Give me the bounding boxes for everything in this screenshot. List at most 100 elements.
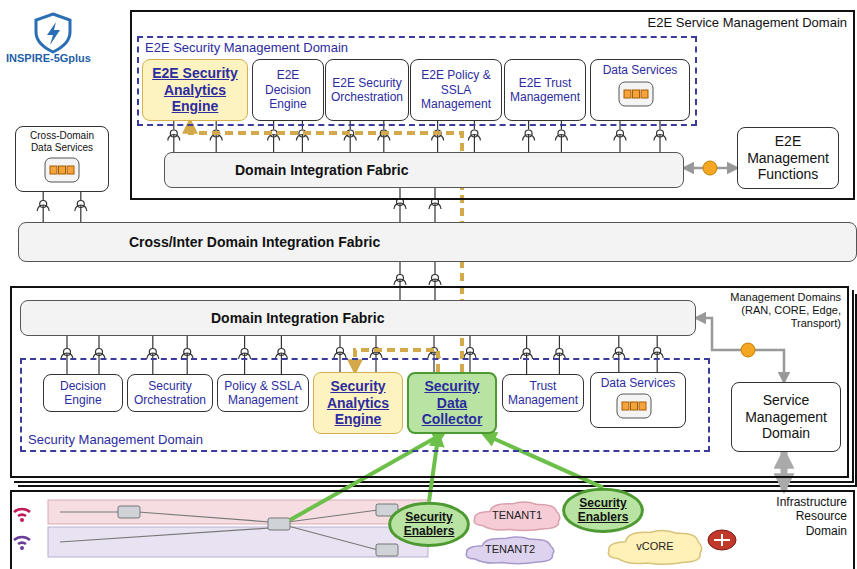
interface-line	[375, 336, 376, 347]
function-box: E2E Management Functions	[737, 127, 839, 189]
function-box: Cross-Domain Data Services	[15, 126, 109, 192]
function-box: Service Management Domain	[731, 382, 841, 452]
interface-line	[399, 262, 400, 274]
domain-title: Management Domains (RAN, CORE, Edge, Tra…	[706, 291, 841, 331]
interface-line	[98, 353, 99, 374]
database-icon	[617, 394, 651, 418]
connector-line	[781, 452, 788, 490]
interface-line	[302, 135, 303, 153]
function-box: E2E Decision Engine	[252, 59, 324, 121]
interface-line	[433, 336, 434, 347]
interface-link	[394, 188, 441, 222]
tenant-cloud: TENANT2	[464, 535, 556, 565]
node-label: Service Management Domain	[736, 392, 836, 442]
interface-line	[559, 353, 560, 374]
interface-line	[657, 352, 658, 372]
domain-region: Management Domains (RAN, CORE, Edge, Tra…	[10, 286, 849, 478]
interface-line	[350, 135, 351, 153]
interface-line	[80, 192, 81, 200]
interface-line	[399, 188, 400, 198]
node-label: vCORE	[636, 540, 673, 553]
enabler-ellipse: Security Enablers	[562, 488, 644, 533]
integration-fabric: Domain Integration Fabric	[164, 152, 684, 188]
interface-line	[437, 135, 438, 153]
flow-arrow	[355, 350, 438, 372]
ellipse-outline	[564, 489, 643, 531]
function-box: Decision Engine	[43, 374, 123, 412]
interface-line	[66, 353, 67, 374]
node-label: Security Data Collector	[413, 378, 491, 428]
interface-link	[428, 336, 476, 372]
function-box: E2E Trust Management	[504, 59, 586, 121]
node-label: Decision Engine	[48, 379, 118, 408]
interface-line	[434, 188, 435, 198]
interface-line	[43, 192, 44, 200]
node-label: E2E Policy & SSLA Management	[415, 68, 497, 111]
interface-line	[273, 135, 274, 153]
interface-line	[434, 279, 435, 300]
router-icon	[708, 530, 736, 550]
interface-line	[152, 336, 153, 348]
interface-line	[152, 353, 153, 374]
node-label: Security Orchestration	[132, 379, 208, 408]
node-label: Security Enablers	[392, 510, 466, 539]
interface-line	[98, 336, 99, 348]
network-band	[48, 527, 428, 557]
cloud-outline	[466, 537, 554, 564]
node-label: E2E Management Functions	[742, 133, 834, 183]
domain-title: Infrastructure Resource Domain	[759, 495, 847, 538]
node-label: Cross-Domain Data Services	[20, 130, 104, 154]
node-label: Data Services	[603, 63, 678, 77]
integration-fabric: Cross/Inter Domain Integration Fabric	[18, 222, 857, 262]
interface-link	[334, 336, 382, 372]
function-box: Security Analytics Engine	[313, 372, 403, 434]
tenant-cloud: TENANT1	[472, 500, 562, 532]
node-label: Trust Management	[507, 379, 579, 408]
function-box: Data Services	[590, 372, 686, 428]
interface-line	[399, 203, 400, 222]
domain-region: Infrastructure Resource Domain Security E…	[10, 490, 855, 569]
orange-dot	[741, 343, 755, 357]
domain-title: Security Management Domain	[28, 432, 203, 448]
node-label: Policy & SSLA Management	[222, 379, 304, 408]
ellipse-outline	[390, 503, 469, 545]
interface-link	[521, 336, 566, 374]
node-label: E2E Security Orchestration	[330, 76, 404, 105]
interface-line	[469, 336, 470, 347]
interface-line	[339, 352, 340, 372]
interface-line	[469, 352, 470, 372]
function-box: Policy & SSLA Management	[217, 374, 309, 412]
flow-arrow	[684, 161, 737, 175]
interface-line	[281, 336, 282, 348]
tenant-cloud: vCORE	[606, 528, 704, 566]
interface-line	[474, 135, 475, 153]
interface-link	[37, 192, 87, 222]
interface-line	[187, 353, 188, 374]
function-box: E2E Security Analytics Engine	[142, 59, 248, 121]
domain-region: E2E Security Management DomainE2E Securi…	[137, 36, 697, 126]
interface-line	[434, 262, 435, 274]
wifi-icon	[14, 509, 30, 550]
function-box: Data Services	[590, 59, 690, 121]
connector-line	[484, 434, 604, 488]
database-icon	[45, 158, 79, 182]
stack-shadow	[14, 290, 853, 482]
interface-line	[619, 135, 620, 153]
interface-link	[61, 336, 105, 374]
node-label: Cross/Inter Domain Integration Fabric	[129, 234, 380, 251]
function-box: E2E Security Orchestration	[325, 59, 409, 121]
cloud-outline	[474, 502, 560, 531]
node-label: Domain Integration Fabric	[235, 162, 408, 179]
interface-line	[173, 135, 174, 153]
database-icon	[619, 82, 653, 106]
interface-line	[216, 135, 217, 153]
integration-fabric: Domain Integration Fabric	[20, 300, 696, 336]
interface-line	[561, 135, 562, 153]
interface-line	[526, 353, 527, 374]
node-label: Data Services	[601, 376, 676, 390]
node-label: E2E Decision Engine	[257, 68, 319, 111]
node-label: E2E Security Analytics Engine	[147, 65, 243, 115]
interface-line	[528, 135, 529, 153]
interface-line	[526, 336, 527, 348]
